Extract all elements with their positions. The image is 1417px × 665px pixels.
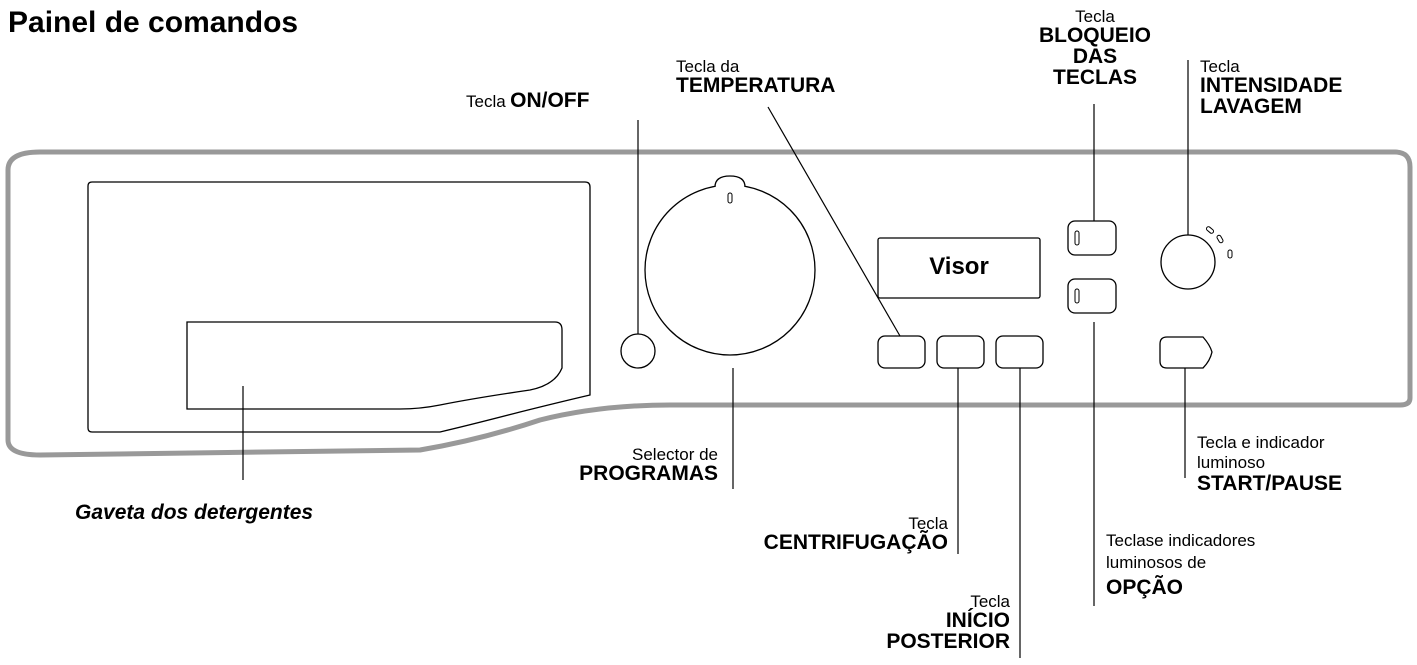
label-opcao-light1: Teclase indicadores [1106, 531, 1256, 550]
label-bloqueio-light: Tecla [1075, 7, 1115, 26]
label-inicio-light: Tecla [970, 592, 1010, 611]
label-bloqueio-bold3: TECLAS [1053, 66, 1137, 89]
page-title: Painel de comandos [8, 6, 299, 39]
leader-temperatura [767, 106, 901, 337]
key-lock-button[interactable] [1067, 220, 1117, 256]
label-bloqueio-bold2: DAS [1072, 45, 1118, 68]
label-centrifugacao: Tecla CENTRIFUGAÇÃO [700, 515, 948, 553]
label-inicio-bold1: INÍCIO [945, 609, 1010, 632]
intensity-led-1 [1205, 226, 1215, 234]
wash-intensity-knob[interactable] [1160, 234, 1216, 290]
label-intensidade: Tecla INTENSIDADE LAVAGEM [1200, 58, 1342, 117]
panel-outline [5, 149, 1413, 458]
label-opcao: Teclase indicadores luminosos de OPÇÃO [1106, 530, 1255, 601]
label-bloqueio: Tecla BLOQUEIO DAS TECLAS [1010, 8, 1180, 88]
label-start-bold: START/PAUSE [1197, 472, 1343, 496]
label-programas-light: Selector de [632, 445, 718, 464]
label-intensidade-light: Tecla [1200, 57, 1240, 76]
temperature-button[interactable] [877, 335, 926, 369]
display-box [877, 237, 1041, 299]
label-temperatura-bold: TEMPERATURA [676, 74, 836, 97]
detergent-drawer [87, 181, 591, 433]
label-programas-bold: PROGRAMAS [579, 462, 718, 485]
display-label: Visor [929, 253, 989, 280]
label-on-off: Tecla ON/OFF [466, 90, 589, 111]
spin-button[interactable] [936, 335, 985, 369]
key-lock-led [1074, 230, 1080, 246]
program-selector-indicator [727, 192, 733, 204]
label-start: Tecla e indicador luminoso START/PAUSE [1197, 433, 1342, 496]
label-start-light1: Tecla e indicador [1197, 433, 1325, 452]
label-on-off-light: Tecla [466, 92, 506, 111]
label-temperatura: Tecla da TEMPERATURA [676, 58, 835, 96]
start-pause-button[interactable] [1159, 336, 1213, 369]
label-on-off-bold: ON/OFF [510, 89, 590, 112]
label-inicio: Tecla INÍCIO POSTERIOR [810, 593, 1010, 652]
label-centrifugacao-light: Tecla [908, 514, 948, 533]
label-intensidade-bold1: INTENSIDADE [1200, 74, 1343, 97]
delay-start-button[interactable] [995, 335, 1044, 369]
label-opcao-bold: OPÇÃO [1106, 576, 1184, 600]
label-inicio-bold2: POSTERIOR [886, 630, 1010, 653]
intensity-led-3 [1227, 249, 1233, 259]
label-gaveta: Gaveta dos detergentes [75, 501, 314, 524]
label-programas: Selector de PROGRAMAS [520, 446, 718, 484]
on-off-button[interactable] [620, 333, 656, 369]
leader-lines [242, 60, 1189, 658]
label-intensidade-bold2: LAVAGEM [1200, 95, 1302, 118]
option-button[interactable] [1067, 278, 1117, 314]
label-start-light2: luminoso [1197, 452, 1266, 472]
detergent-drawer-handle [186, 321, 563, 410]
label-centrifugacao-bold: CENTRIFUGAÇÃO [763, 531, 948, 554]
program-selector-knob[interactable] [644, 184, 816, 356]
label-opcao-light2: luminosos de [1106, 553, 1207, 573]
intensity-led-2 [1216, 234, 1224, 244]
option-led [1074, 288, 1080, 304]
program-selector-notch [714, 175, 746, 188]
label-temperatura-light: Tecla da [676, 57, 740, 76]
label-bloqueio-bold1: BLOQUEIO [1038, 24, 1151, 47]
